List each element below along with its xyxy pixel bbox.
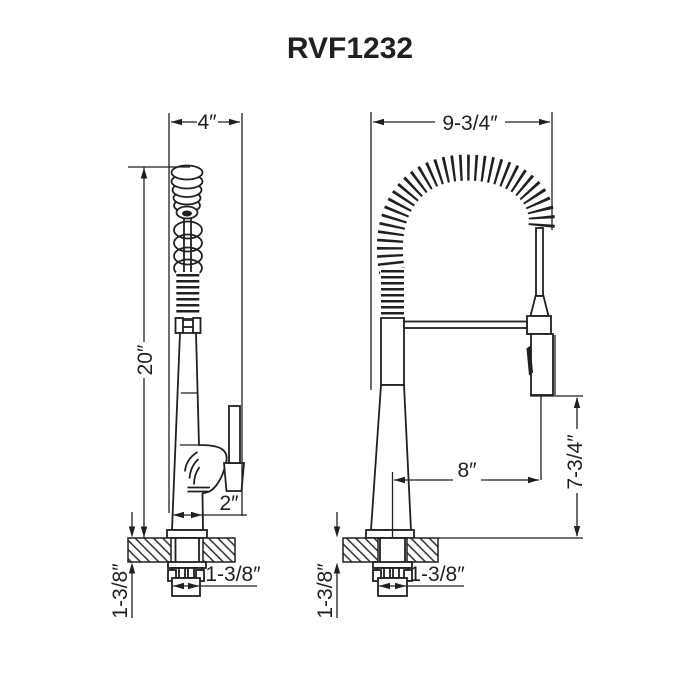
dim-label-front-counter-thickness: 1-3/8″ — [314, 563, 337, 619]
dim-front-shank: 1-3/8″ — [379, 563, 465, 590]
dim-label-front-hose-width: 9-3/4″ — [442, 112, 498, 135]
dim-side-shank: 1-3/8″ — [173, 563, 261, 590]
dim-side-base-width: 2″ — [173, 492, 247, 519]
dim-front-counter-thickness: 1-3/8″ — [314, 512, 341, 619]
spray-head-front — [526, 227, 556, 396]
body-neck — [380, 317, 405, 386]
support-arm — [403, 320, 528, 329]
spring-loops — [173, 220, 203, 278]
faucet-body-front — [370, 384, 412, 531]
dim-label-side-shank: 1-3/8″ — [205, 563, 261, 586]
dim-label-side-height: 20″ — [134, 344, 157, 375]
counter-cross-section-front — [342, 537, 439, 564]
dim-side-counter-thickness: 1-3/8″ — [109, 512, 136, 619]
dim-side-top-width: 4″ — [168, 111, 243, 516]
dim-label-front-spout-reach: 8″ — [457, 459, 477, 482]
dim-side-height: 20″ — [128, 166, 190, 538]
mounting-shank-front — [372, 561, 413, 597]
hose-clamp — [174, 317, 202, 334]
spring-wrap — [176, 272, 200, 318]
side-view — [127, 164, 245, 597]
front-view — [342, 154, 556, 597]
counter-cross-section — [127, 537, 236, 564]
dim-label-side-base-width: 2″ — [219, 492, 239, 515]
base-flange — [166, 529, 208, 539]
faucet-body-side — [171, 332, 228, 531]
base-flange-front — [365, 529, 415, 539]
spring-wrap-front — [380, 268, 405, 318]
spray-trigger — [526, 345, 533, 376]
spout-curves — [184, 451, 210, 493]
dim-front-hose-width: 9-3/4″ — [370, 112, 553, 390]
dim-label-front-spout-height: 7-3/4″ — [564, 434, 587, 490]
nozzle-icon — [182, 210, 192, 217]
dim-front-spout-reach: 8″ — [391, 396, 542, 537]
dim-label-front-shank: 1-3/8″ — [409, 563, 465, 586]
dim-front-spout-height: 7-3/4″ — [438, 395, 587, 539]
dim-label-side-top-width: 4″ — [197, 111, 217, 134]
spray-head — [170, 164, 204, 220]
handle — [223, 405, 245, 492]
page-title: RVF1232 — [287, 32, 413, 65]
coil-arch — [376, 154, 555, 275]
dim-label-side-counter-thickness: 1-3/8″ — [109, 563, 132, 619]
mounting-shank — [167, 561, 207, 597]
